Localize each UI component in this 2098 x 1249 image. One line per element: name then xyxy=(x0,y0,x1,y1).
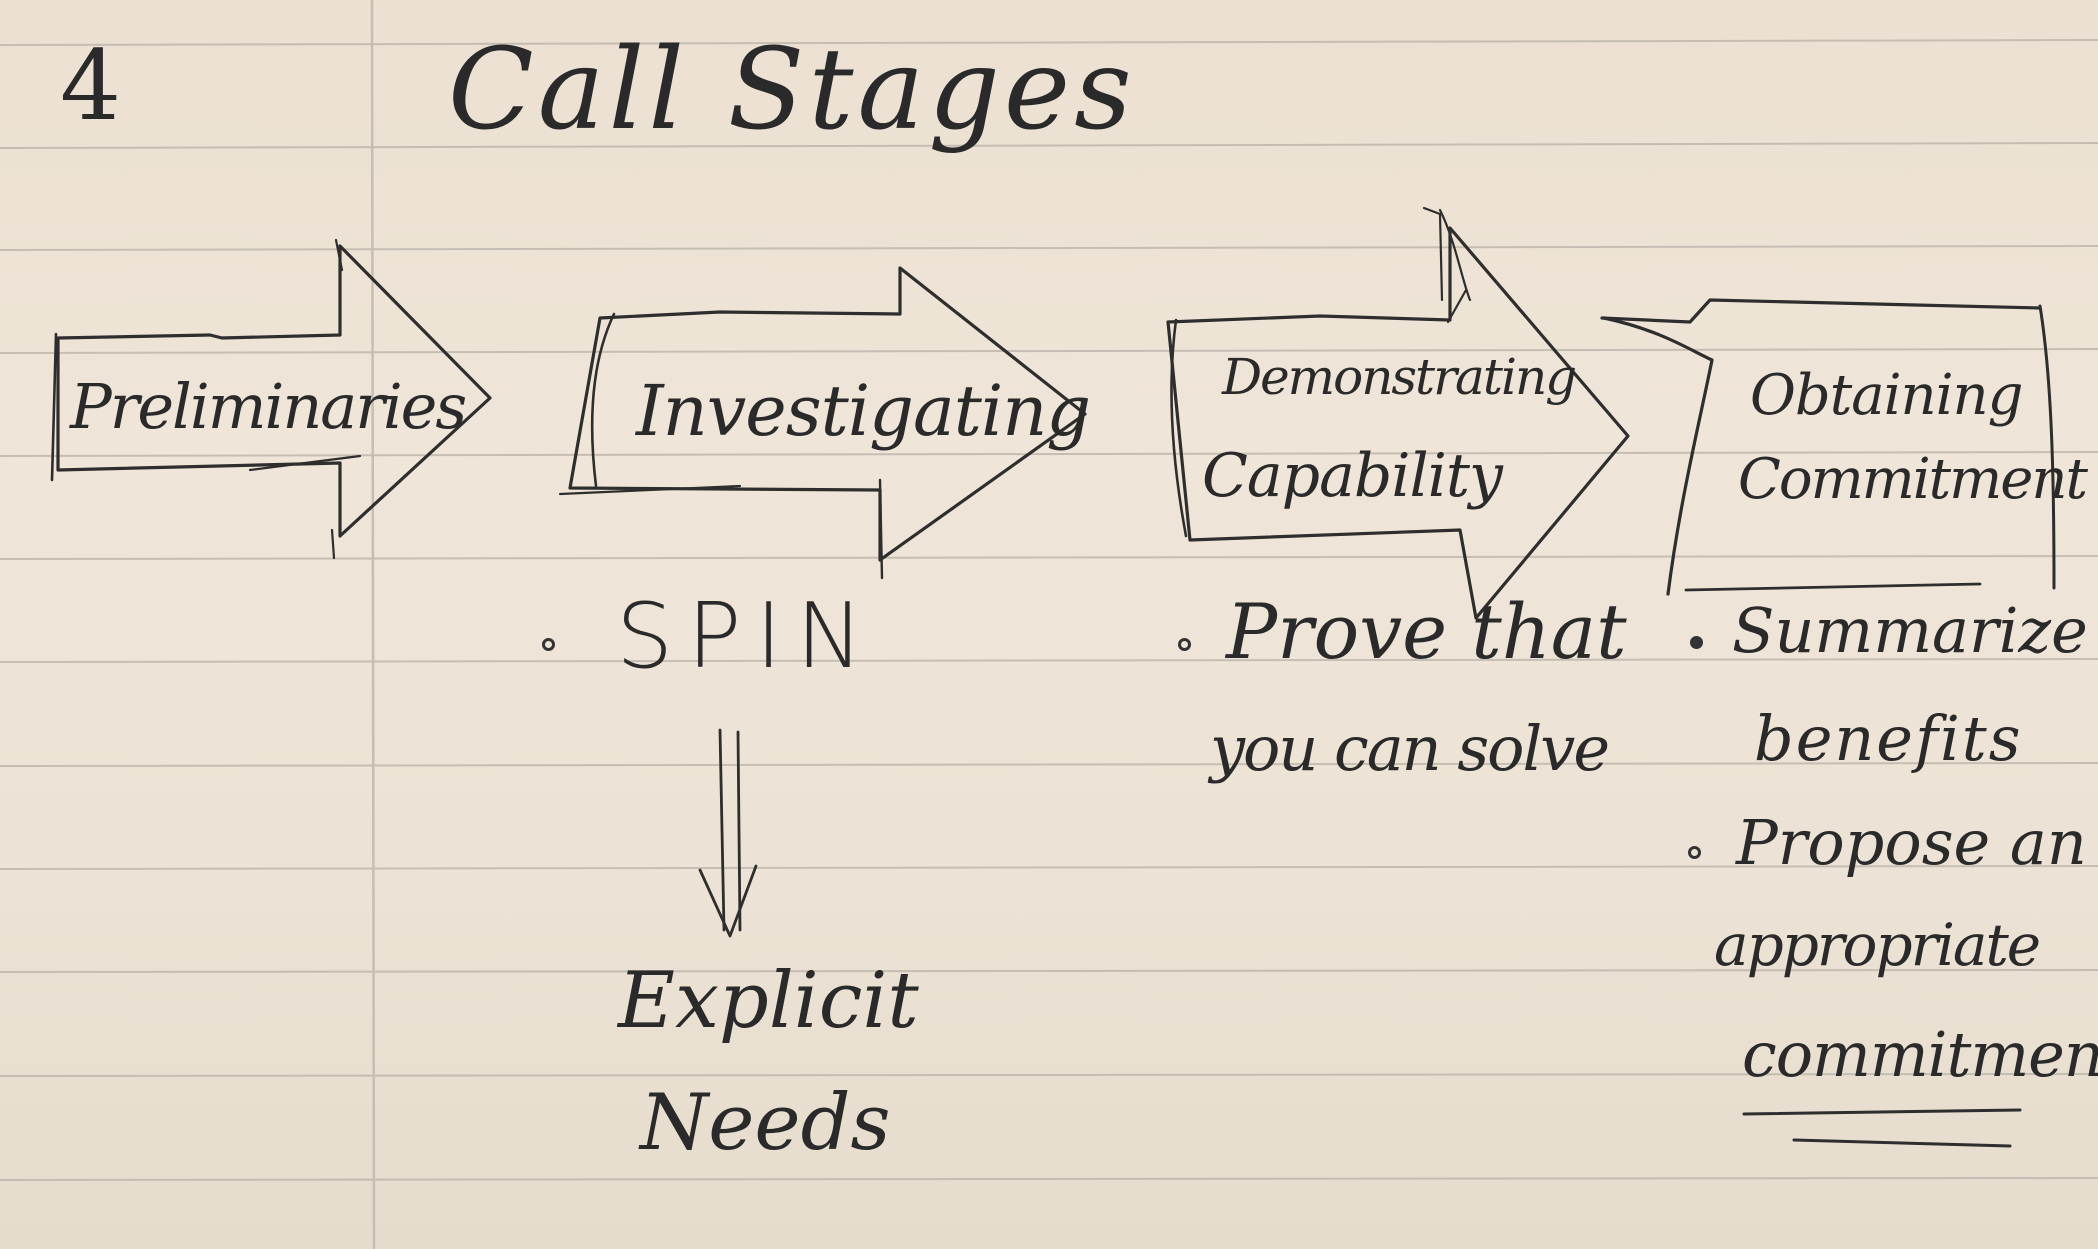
stage-label-obtaining: Obtaining xyxy=(1750,363,2023,428)
page-number: 4 xyxy=(60,30,122,142)
bullet-propose xyxy=(1688,846,1701,859)
bullet-spin xyxy=(542,638,555,651)
bracket-obtaining-commitment xyxy=(1600,298,2056,596)
stage-label-commitment: Commitment xyxy=(1738,447,2088,512)
bullet-summarize xyxy=(1690,636,1703,649)
arrow-demonstrating-capability xyxy=(1166,206,1630,620)
bullet-text-prove-2: you can solve xyxy=(1210,712,1610,785)
stage-label-capability: Capability xyxy=(1202,441,1503,511)
stage-label-demonstrating: Demonstrating xyxy=(1222,348,1577,406)
ruled-lines xyxy=(0,39,2098,1181)
bullet-text-propose-1: Propose an xyxy=(1736,806,2087,879)
bullet-text-propose-2: appropriate xyxy=(1714,911,2041,979)
margin-line xyxy=(370,0,376,1249)
bullet-text-summarize-1: Summarize xyxy=(1732,594,2088,667)
arrow-preliminaries xyxy=(50,238,492,560)
stage-label-investigating: Investigating xyxy=(636,370,1091,452)
stage-label-preliminaries: Preliminaries xyxy=(70,370,467,443)
result-needs: Needs xyxy=(640,1078,891,1168)
bullet-prove xyxy=(1178,638,1191,651)
bullet-text-prove-1: Prove that xyxy=(1226,587,1627,676)
bullet-text-summarize-2: benefits xyxy=(1754,702,2023,775)
result-explicit: Explicit xyxy=(618,956,919,1046)
page-title: Call Stages xyxy=(448,25,1136,155)
underline-marks xyxy=(1742,1108,2022,1148)
double-down-arrow xyxy=(698,728,758,938)
arrow-investigating xyxy=(558,266,1087,580)
bullet-text-propose-3: commitment xyxy=(1742,1018,2098,1091)
bullet-text-spin: SPIN xyxy=(616,584,878,689)
